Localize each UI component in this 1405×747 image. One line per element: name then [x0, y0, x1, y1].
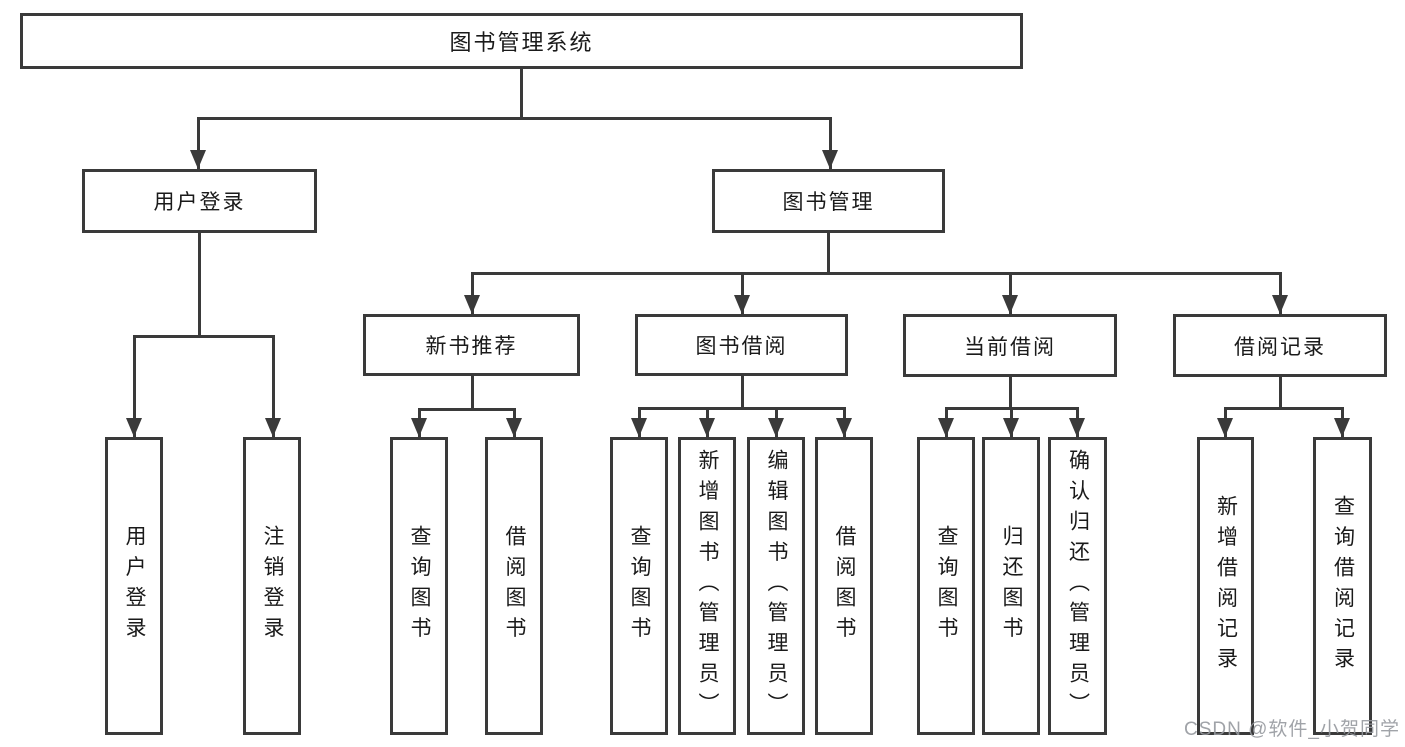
leaf-borrow-books-2: 借阅图书 — [815, 437, 873, 735]
leaf-add-book-admin: 新增图书（管理员） — [678, 437, 736, 735]
connector-book-management-bus — [471, 272, 1282, 275]
connector-borrowing-records-bus — [1224, 407, 1344, 410]
connector-to-new-book-recommend — [471, 272, 474, 314]
leaf-borrow-books-1: 借阅图书 — [485, 437, 543, 735]
arrowhead-leaf-borrow-books-1 — [506, 418, 522, 437]
connector-book-borrowing-bus — [638, 407, 846, 410]
connector-book-management-stem — [827, 233, 830, 274]
leaf-query-borrow-record: 查询借阅记录 — [1313, 437, 1372, 735]
connector-to-book-borrowing — [741, 272, 744, 314]
node-book-borrowing: 图书借阅 — [635, 314, 848, 376]
connector-user-login-bus — [133, 335, 275, 338]
connector-root-stem — [520, 68, 523, 119]
arrowhead-leaf-query-books-2 — [631, 418, 647, 437]
leaf-add-borrow-record: 新增借阅记录 — [1197, 437, 1254, 735]
arrowhead-leaf-borrow-books-2 — [836, 418, 852, 437]
node-current-borrowing: 当前借阅 — [903, 314, 1117, 377]
connector-to-book-management — [829, 117, 832, 169]
node-borrowing-records: 借阅记录 — [1173, 314, 1387, 377]
leaf-logout: 注销登录 — [243, 437, 301, 735]
leaf-query-books-2: 查询图书 — [610, 437, 668, 735]
leaf-confirm-return-admin: 确认归还（管理员） — [1048, 437, 1107, 735]
leaf-return-books: 归还图书 — [982, 437, 1040, 735]
arrowhead-new-book-recommend — [464, 295, 480, 314]
arrowhead-leaf-user-login — [126, 418, 142, 437]
leaf-query-books-3: 查询图书 — [917, 437, 975, 735]
arrowhead-leaf-query-books-1 — [411, 418, 427, 437]
arrowhead-leaf-query-books-3 — [938, 418, 954, 437]
arrowhead-leaf-add-borrow-record — [1217, 418, 1233, 437]
connector-to-user-login — [197, 117, 200, 169]
arrowhead-leaf-edit-book — [768, 418, 784, 437]
connector-borrowing-records-stem — [1279, 377, 1282, 409]
arrowhead-leaf-confirm-return — [1069, 418, 1085, 437]
connector-current-borrowing-stem — [1009, 377, 1012, 409]
connector-new-book-recommend-stem — [471, 376, 474, 410]
arrowhead-book-management — [822, 150, 838, 169]
node-new-book-recommend: 新书推荐 — [363, 314, 580, 376]
connector-to-leaf-logout — [272, 335, 275, 437]
leaf-edit-book-admin: 编辑图书（管理员） — [747, 437, 805, 735]
leaf-user-login: 用户登录 — [105, 437, 163, 735]
csdn-watermark: CSDN @软件_小贺同学 — [1184, 719, 1400, 740]
arrowhead-leaf-add-book — [699, 418, 715, 437]
connector-root-bus — [197, 117, 831, 120]
node-book-management: 图书管理 — [712, 169, 945, 233]
leaf-query-books-1: 查询图书 — [390, 437, 448, 735]
arrowhead-leaf-query-borrow-record — [1334, 418, 1350, 437]
arrowhead-book-borrowing — [734, 295, 750, 314]
arrowhead-user-login — [190, 150, 206, 169]
arrowhead-current-borrowing — [1002, 295, 1018, 314]
connector-book-borrowing-stem — [741, 376, 744, 409]
connector-to-borrowing-records — [1279, 272, 1282, 314]
connector-to-leaf-user-login — [133, 335, 136, 437]
arrowhead-borrowing-records — [1272, 295, 1288, 314]
connector-to-current-borrowing — [1009, 272, 1012, 314]
node-user-login: 用户登录 — [82, 169, 317, 233]
arrowhead-leaf-return-books — [1003, 418, 1019, 437]
node-library-management-system: 图书管理系统 — [20, 13, 1023, 69]
arrowhead-leaf-logout — [265, 418, 281, 437]
connector-user-login-stem — [198, 233, 201, 337]
connector-new-book-recommend-bus — [418, 408, 516, 411]
